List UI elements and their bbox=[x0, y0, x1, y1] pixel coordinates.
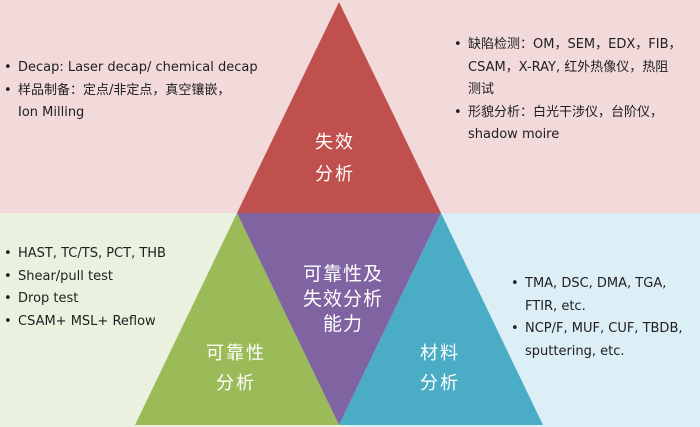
bullet-dot: • bbox=[511, 321, 519, 336]
item-text: Drop test bbox=[18, 291, 79, 306]
item-text: 缺陷检测：OM，SEM，EDX，FIB， bbox=[468, 37, 682, 52]
bullet-dot: • bbox=[4, 246, 12, 261]
list-item: • CSAM+ MSL+ Reflow bbox=[3, 311, 243, 334]
capability-center-triangle bbox=[237, 213, 441, 425]
bullet-dot: • bbox=[4, 60, 12, 75]
list-item: • NCP/F, MUF, CUF, TBDB, sputtering, etc… bbox=[510, 318, 695, 363]
label-line: 分析 bbox=[420, 373, 460, 394]
list-item: • 缺陷检测：OM，SEM，EDX，FIB， CSAM，X-RAY, 红外热像仪… bbox=[453, 34, 698, 102]
item-text: TMA, DSC, DMA, TGA, bbox=[525, 276, 667, 291]
item-text-continued: CSAM，X-RAY, 红外热像仪，热阻 bbox=[468, 59, 669, 75]
item-text-continued: sputtering, etc. bbox=[525, 343, 625, 359]
list-item: • 形貌分析：白光干涉仪，台阶仪， shadow moire bbox=[453, 102, 698, 147]
materials-analysis-triangle bbox=[339, 213, 543, 425]
bullet-dot: • bbox=[454, 37, 462, 52]
bullet-dot: • bbox=[511, 276, 519, 291]
reliability-analysis-triangle bbox=[135, 213, 339, 425]
label-line: 失效 bbox=[315, 132, 355, 153]
list-item: • Drop test bbox=[3, 288, 243, 311]
item-text: NCP/F, MUF, CUF, TBDB, bbox=[525, 321, 683, 336]
item-text: HAST, TC/TS, PCT, THB bbox=[18, 246, 166, 261]
label-line: 分析 bbox=[315, 164, 355, 185]
item-text: 样品制备：定点/非定点，真空镶嵌， bbox=[18, 82, 231, 98]
failure-analysis-label: 失效 分析 bbox=[295, 127, 375, 191]
item-text-continued: FTIR, etc. bbox=[525, 298, 586, 314]
item-text: Decap: Laser decap/ chemical decap bbox=[18, 60, 258, 75]
bottom-right-bullet-list: • TMA, DSC, DMA, TGA, FTIR, etc. • NCP/F… bbox=[510, 273, 695, 363]
list-item: • HAST, TC/TS, PCT, THB bbox=[3, 243, 243, 266]
failure-analysis-triangle bbox=[237, 2, 441, 213]
list-item: • 样品制备：定点/非定点，真空镶嵌， Ion Milling bbox=[3, 80, 303, 125]
label-line: 材料 bbox=[420, 343, 460, 364]
bullet-dot: • bbox=[4, 313, 12, 329]
label-line: 失效分析 bbox=[302, 288, 383, 310]
item-text-continued: 测试 bbox=[468, 82, 495, 97]
reliability-analysis-label: 可靠性 分析 bbox=[186, 339, 286, 399]
bottom-left-bullet-list: • HAST, TC/TS, PCT, THB • Shear/pull tes… bbox=[3, 243, 243, 333]
top-left-bullet-list: • Decap: Laser decap/ chemical decap • 样… bbox=[3, 57, 303, 125]
label-line: 分析 bbox=[216, 373, 256, 394]
item-text-continued: shadow moire bbox=[468, 127, 560, 142]
label-line: 能力 bbox=[322, 313, 363, 335]
bullet-dot: • bbox=[454, 104, 462, 120]
item-text-continued: Ion Milling bbox=[18, 105, 85, 120]
bullet-dot: • bbox=[4, 268, 12, 284]
list-item: • Decap: Laser decap/ chemical decap bbox=[3, 57, 303, 80]
item-text: Shear/pull test bbox=[18, 268, 113, 284]
bullet-dot: • bbox=[4, 291, 12, 306]
top-right-bullet-list: • 缺陷检测：OM，SEM，EDX，FIB， CSAM，X-RAY, 红外热像仪… bbox=[453, 34, 698, 147]
capability-center-label: 可靠性及 失效分析 能力 bbox=[283, 262, 403, 337]
materials-analysis-label: 材料 分析 bbox=[400, 339, 480, 399]
list-item: • TMA, DSC, DMA, TGA, FTIR, etc. bbox=[510, 273, 695, 318]
item-text: 形貌分析：白光干涉仪，台阶仪， bbox=[468, 104, 664, 120]
label-line: 可靠性及 bbox=[302, 263, 383, 285]
bullet-dot: • bbox=[4, 82, 12, 98]
list-item: • Shear/pull test bbox=[3, 266, 243, 289]
label-line: 可靠性 bbox=[206, 343, 266, 364]
item-text: CSAM+ MSL+ Reflow bbox=[18, 313, 156, 329]
